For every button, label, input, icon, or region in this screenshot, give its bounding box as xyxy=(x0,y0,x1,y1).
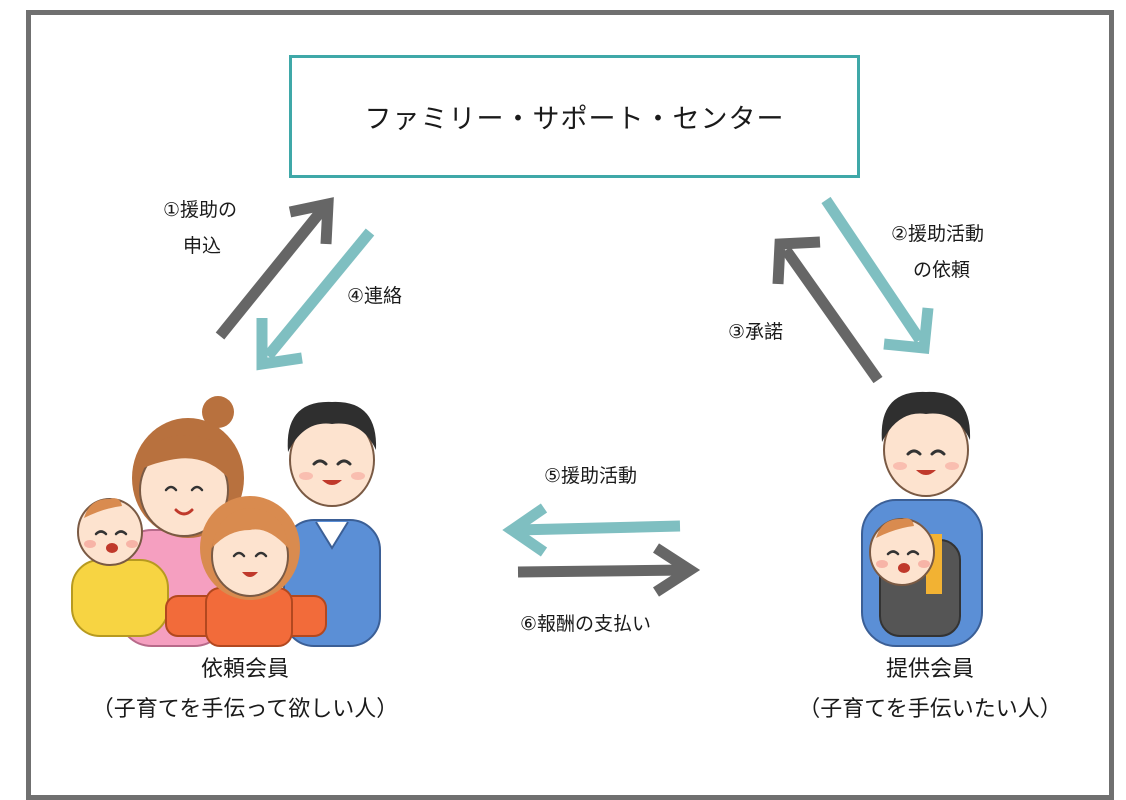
step-6-label: ⑥報酬の支払い xyxy=(520,606,651,642)
step-4-label: ④連絡 xyxy=(347,278,402,314)
provider-subtitle: （子育てを手伝いたい人） xyxy=(798,697,1062,722)
step-6-text: ⑥報酬の支払い xyxy=(520,613,652,635)
arrow-2-activity-request xyxy=(821,196,934,355)
step-3-label: ③承諾 xyxy=(728,314,783,350)
arrow-6-payment xyxy=(517,543,701,597)
step-1-line2: 申込 xyxy=(183,235,222,257)
arrow-3-accept xyxy=(772,236,883,384)
step-2-label: ②援助活動 の依頼 xyxy=(891,216,984,288)
step-2-line1: ②援助活動 xyxy=(891,223,985,245)
step-5-text: ⑤援助活動 xyxy=(544,465,638,487)
provider-caption: 提供会員 （子育てを手伝いたい人） xyxy=(770,650,1090,730)
step-5-label: ⑤援助活動 xyxy=(544,458,637,494)
arrows-and-illustrations xyxy=(71,196,983,647)
requester-title: 依頼会員 xyxy=(200,657,289,682)
arrow-1-request xyxy=(215,197,334,340)
step-2-line2: の依頼 xyxy=(913,259,971,281)
step-1-line1: ①援助の xyxy=(163,199,238,221)
provider-title: 提供会員 xyxy=(885,657,974,682)
step-3-text: ③承諾 xyxy=(728,321,784,343)
requester-family-illustration xyxy=(71,396,381,647)
arrow-4-contact xyxy=(256,228,375,371)
requester-subtitle: （子育てを手伝って欲しい人） xyxy=(91,697,399,722)
requester-caption: 依頼会員 （子育てを手伝って欲しい人） xyxy=(60,650,430,730)
support-center-title: ファミリー・サポート・センター xyxy=(364,104,785,135)
support-center-box: ファミリー・サポート・センター xyxy=(289,55,860,178)
step-4-text: ④連絡 xyxy=(347,285,403,307)
step-1-label: ①援助の 申込 xyxy=(163,192,237,264)
provider-illustration xyxy=(861,390,983,647)
arrow-5-support xyxy=(502,503,681,557)
